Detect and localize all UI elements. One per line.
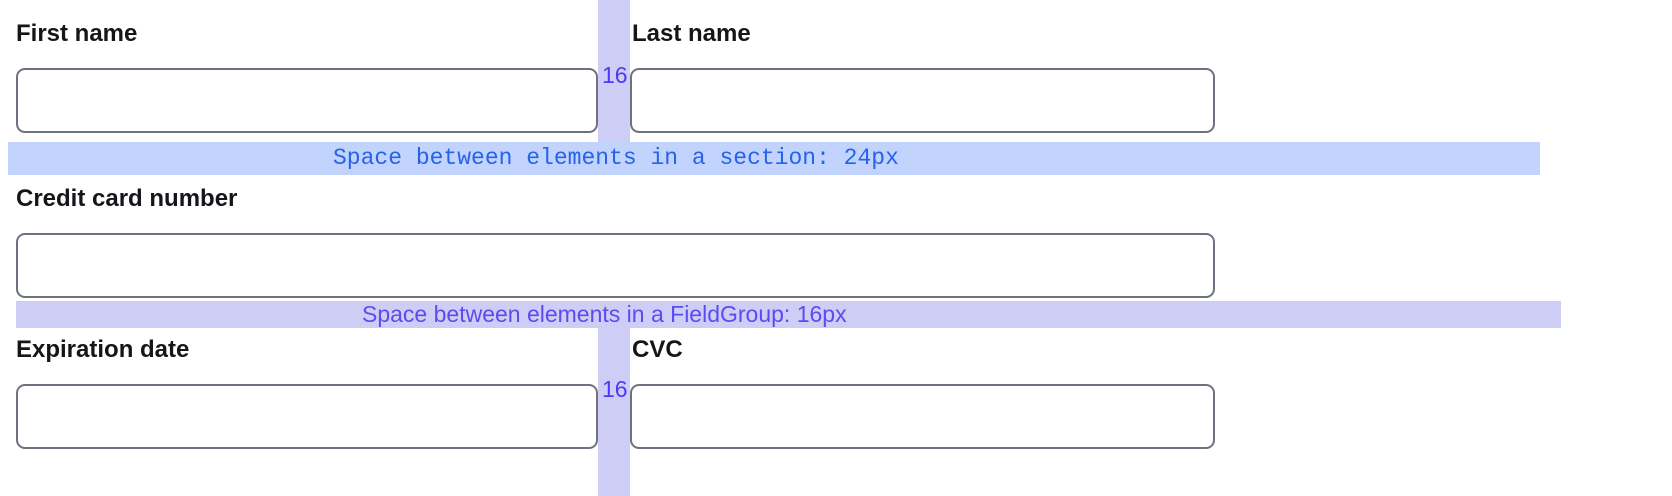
label-expiration-date: Expiration date bbox=[16, 336, 190, 363]
fieldgroup-spacer-text: Space between elements in a FieldGroup: … bbox=[362, 301, 847, 327]
column-gap-label-name-row: 16 bbox=[602, 62, 628, 88]
fieldgroup-spacer-band: Space between elements in a FieldGroup: … bbox=[16, 301, 1561, 328]
input-credit-card-number[interactable] bbox=[16, 233, 1215, 298]
input-cvc[interactable] bbox=[630, 384, 1215, 449]
input-first-name[interactable] bbox=[16, 68, 598, 133]
label-cvc: CVC bbox=[632, 336, 683, 363]
column-gap-label-expiry-row: 16 bbox=[602, 376, 628, 402]
section-spacer-text: Space between elements in a section: 24p… bbox=[333, 145, 899, 171]
input-last-name[interactable] bbox=[630, 68, 1215, 133]
column-gap-band-expiry-row bbox=[598, 328, 630, 496]
input-expiration-date[interactable] bbox=[16, 384, 598, 449]
column-gap-band-name-row bbox=[598, 0, 630, 143]
label-last-name: Last name bbox=[632, 20, 751, 47]
label-credit-card-number: Credit card number bbox=[16, 185, 238, 212]
label-first-name: First name bbox=[16, 20, 138, 47]
section-spacer-band: Space between elements in a section: 24p… bbox=[8, 142, 1540, 175]
